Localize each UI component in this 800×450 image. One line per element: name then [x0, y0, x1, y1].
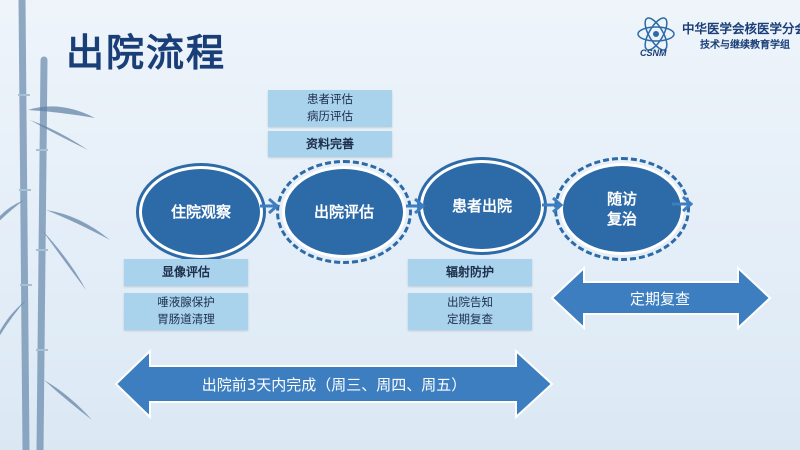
- radiation-protection-box: 辐射防护: [408, 259, 532, 286]
- imaging-label: 显像评估: [161, 265, 210, 279]
- node-label: 复治: [606, 210, 637, 228]
- inpatient-observation-node: 住院观察: [139, 166, 263, 258]
- radiation-label: 辐射防护: [445, 265, 494, 279]
- patient-discharge-node: 患者出院: [420, 160, 544, 252]
- atom-logo-icon: CSNM: [637, 17, 675, 58]
- organization-subtitle: 技术与继续教育学组: [700, 40, 790, 51]
- completion-window-arrow: [114, 349, 554, 419]
- bamboo-decoration: [0, 0, 110, 450]
- protection-item: 唾液腺保护: [157, 295, 215, 309]
- notice-item: 出院告知: [447, 295, 493, 309]
- node-label: 出院评估: [313, 203, 374, 221]
- logo-mark-text: CSNM: [640, 48, 667, 58]
- node-label: 住院观察: [170, 203, 231, 221]
- assessment-item: 病历评估: [307, 109, 353, 123]
- page-title: 出院流程: [66, 31, 227, 75]
- discharge-evaluation-node: 出院评估: [276, 160, 412, 264]
- regular-review-arrow: [550, 266, 772, 330]
- flow-arrow-icon: [672, 195, 694, 213]
- regular-review-label: 定期复查: [629, 290, 690, 308]
- node-label: 患者出院: [451, 197, 512, 215]
- flow-arrow-icon: [406, 197, 426, 215]
- dashed-ring: [276, 160, 412, 264]
- records-box: 资料完善: [268, 131, 392, 157]
- node-label: 随访: [606, 190, 637, 208]
- notice-item: 定期复查: [447, 312, 493, 326]
- assessment-item: 患者评估: [307, 92, 353, 106]
- organization-name: 中华医学会核医学分会: [682, 21, 800, 36]
- assessment-box: 患者评估 病历评估: [268, 90, 392, 127]
- imaging-box: 显像评估: [124, 259, 248, 286]
- completion-window-label: 出院前3天内完成（周三、周四、周五）: [201, 376, 467, 394]
- flow-arrow-icon: [542, 196, 564, 214]
- records-label: 资料完善: [305, 137, 354, 151]
- notice-box: 出院告知 定期复查: [408, 293, 532, 330]
- organization-logo: CSNM 中华医学会核医学分会 技术与继续教育学组: [630, 14, 800, 58]
- protection-item: 胃肠道清理: [157, 312, 215, 326]
- flow-arrow-icon: [260, 197, 280, 215]
- follow-up-node: 随访 复治: [554, 157, 690, 261]
- protection-box: 唾液腺保护 胃肠道清理: [124, 293, 248, 330]
